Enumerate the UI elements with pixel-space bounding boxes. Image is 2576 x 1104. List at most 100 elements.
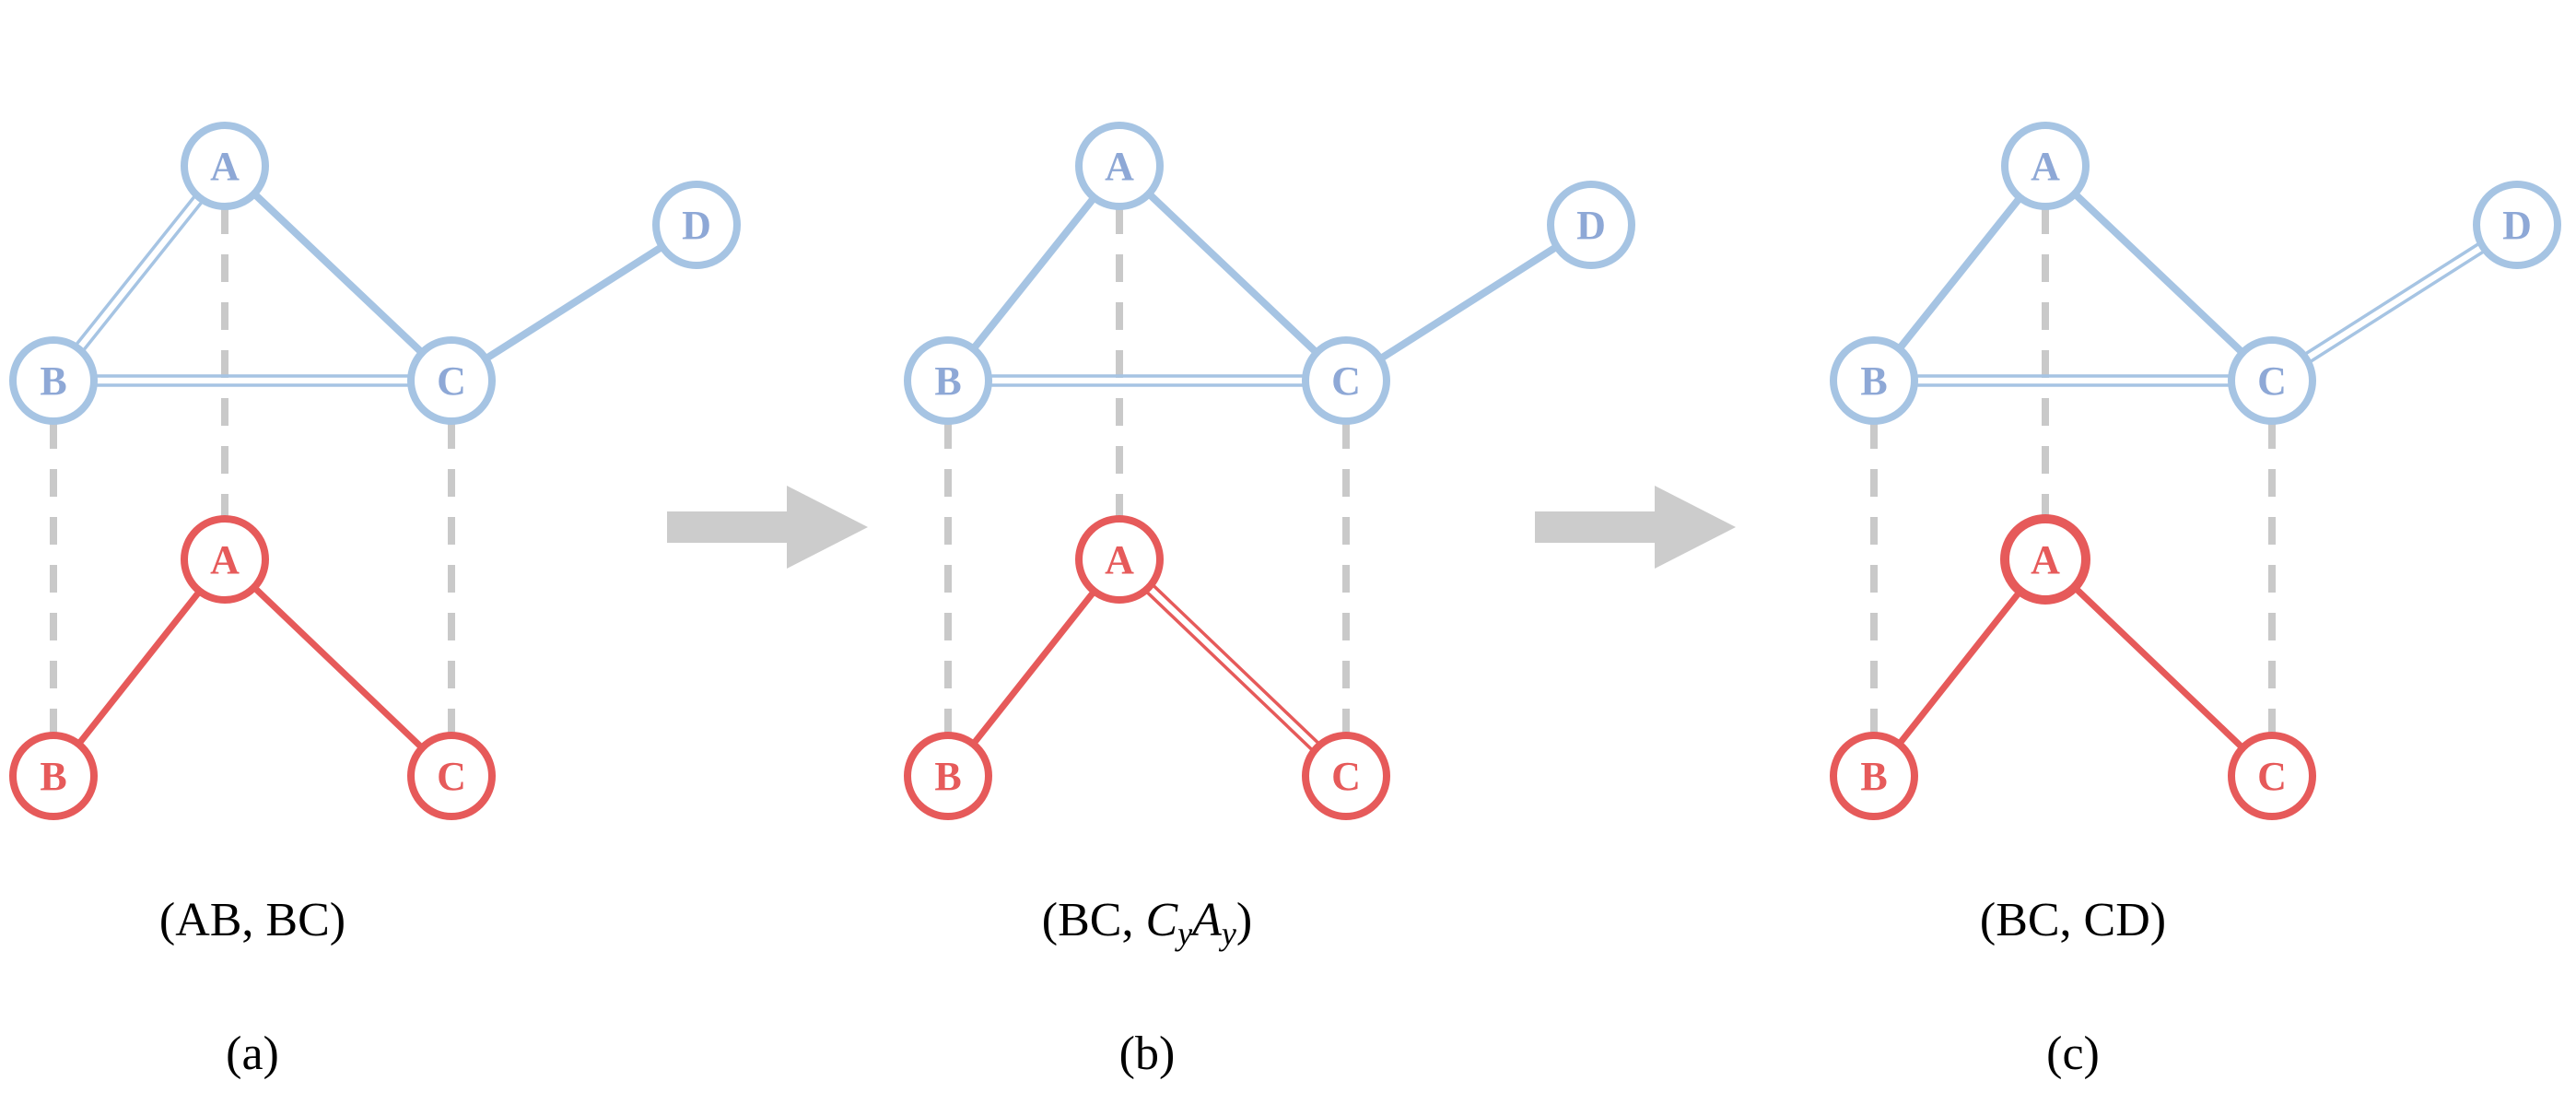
node-bottom-B-label: B	[1860, 754, 1887, 799]
correspondence-lines	[944, 206, 1350, 735]
node-top-C-label: C	[2257, 358, 2287, 404]
node-bottom-A-circle	[181, 515, 269, 604]
caption-text: )	[1236, 894, 1252, 946]
node-top-B-circle	[1830, 336, 1918, 425]
node-bottom-C: C	[407, 732, 496, 820]
node-top-B-label: B	[934, 358, 961, 404]
node-top-A: A	[2001, 122, 2090, 210]
node-top-D: D	[1547, 181, 1635, 269]
caption-math: A	[1189, 894, 1222, 946]
panel-a: A B C D A B C (AB, BC) (a)	[9, 122, 741, 1080]
node-top-A: A	[1075, 122, 1164, 210]
node-top-A-circle	[1075, 122, 1164, 210]
node-top-C: C	[1302, 336, 1390, 425]
caption-math: C	[1145, 894, 1178, 946]
node-top-D-circle	[2473, 181, 2561, 269]
node-top-B-label: B	[40, 358, 66, 404]
bottom-graph: A B C	[9, 515, 496, 820]
node-top-C-label: C	[1331, 358, 1361, 404]
node-bottom-C-circle	[2228, 732, 2316, 820]
top-graph: A B C D	[1830, 122, 2561, 425]
node-bottom-A-circle	[2000, 514, 2090, 605]
edge-BC	[1872, 374, 2274, 387]
node-bottom-A: A	[181, 515, 269, 604]
panel-caption: (AB, BC)	[159, 894, 345, 946]
node-top-B-label: B	[1860, 358, 1887, 404]
node-bottom-A-label: A	[1105, 537, 1134, 582]
node-top-B-circle	[9, 336, 98, 425]
node-bottom-C-circle	[1302, 732, 1390, 820]
caption-text: (BC,	[1042, 894, 1146, 946]
panel-label: (b)	[1119, 1028, 1176, 1080]
node-top-A-label: A	[210, 144, 240, 189]
edge-AB-stroke	[55, 167, 230, 385]
edge-CD-stroke	[2272, 227, 2522, 386]
node-bottom-A: A	[2000, 514, 2090, 605]
node-top-C: C	[407, 336, 496, 425]
bottom-graph: A B C	[1830, 514, 2316, 820]
node-top-B-circle	[904, 336, 992, 425]
node-bottom-C-label: C	[437, 754, 466, 799]
node-bottom-B-label: B	[934, 754, 961, 799]
node-top-B: B	[1830, 336, 1918, 425]
node-bottom-B: B	[9, 732, 98, 820]
node-top-D: D	[652, 181, 741, 269]
node-top-C-circle	[2228, 336, 2316, 425]
node-bottom-B-circle	[9, 732, 98, 820]
node-top-A-label: A	[1105, 144, 1134, 189]
edge-BC	[52, 374, 453, 387]
node-top-D-label: D	[682, 203, 711, 248]
edge-AB	[50, 556, 228, 780]
panel-label: (a)	[226, 1028, 279, 1080]
node-top-D-label: D	[1576, 203, 1606, 248]
edge-AB	[944, 162, 1123, 384]
node-top-C: C	[2228, 336, 2316, 425]
node-bottom-C-label: C	[2257, 754, 2287, 799]
node-bottom-B-circle	[904, 732, 992, 820]
node-top-D-circle	[1547, 181, 1635, 269]
correspondence-lines	[1870, 206, 2276, 735]
node-top-B: B	[9, 336, 98, 425]
edge-AB	[1870, 162, 2049, 384]
edge-AC-stroke	[1114, 560, 1345, 781]
node-top-C-circle	[1302, 336, 1390, 425]
edge-CD	[1342, 221, 1595, 384]
edge-AC	[1116, 162, 1350, 384]
edge-AB-stroke	[48, 161, 223, 380]
panel-caption: (BC, CyAy)	[1042, 894, 1252, 952]
arrow-right-1	[667, 486, 868, 569]
node-top-A-label: A	[2031, 144, 2060, 189]
node-bottom-B: B	[904, 732, 992, 820]
arrow-right-2	[1535, 486, 1736, 569]
edge-AB	[944, 556, 1123, 780]
node-bottom-A-label: A	[210, 537, 240, 582]
edge-CD-stroke	[2267, 219, 2517, 379]
node-top-C-circle	[407, 336, 496, 425]
node-top-A-circle	[2001, 122, 2090, 210]
node-bottom-C-label: C	[1331, 754, 1361, 799]
node-top-B: B	[904, 336, 992, 425]
node-top-D-circle	[652, 181, 741, 269]
top-graph: A B C D	[904, 122, 1635, 425]
edge-AC	[221, 556, 455, 780]
edge-AB	[48, 161, 230, 385]
edge-CD	[448, 221, 700, 384]
edge-AC	[2042, 162, 2276, 384]
node-bottom-B-circle	[1830, 732, 1918, 820]
node-top-D-label: D	[2502, 203, 2532, 248]
edge-AC	[1114, 554, 1352, 781]
node-bottom-A: A	[1075, 515, 1164, 604]
caption-subscript: y	[1219, 915, 1236, 952]
node-bottom-B-label: B	[40, 754, 66, 799]
node-bottom-C: C	[2228, 732, 2316, 820]
node-bottom-B: B	[1830, 732, 1918, 820]
node-bottom-C-circle	[407, 732, 496, 820]
edge-AB	[1870, 556, 2049, 780]
edge-AC	[221, 162, 455, 384]
node-top-C-label: C	[437, 358, 466, 404]
transition-arrows	[667, 486, 1736, 569]
